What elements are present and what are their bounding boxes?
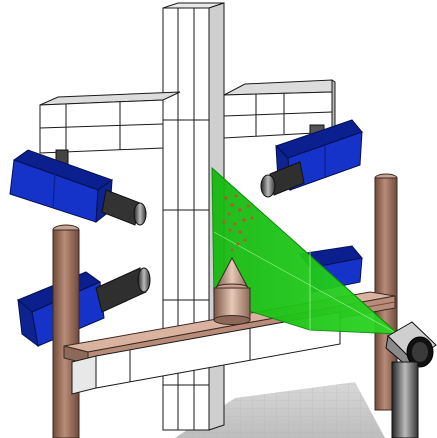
camera-upper-left xyxy=(9,149,147,226)
rail-base-box xyxy=(71,311,341,395)
cone-nozzle xyxy=(213,256,251,325)
floor-plane xyxy=(175,382,385,438)
horizontal-crossbar xyxy=(39,79,336,154)
particle-cloud xyxy=(222,194,254,252)
green-projection-beam xyxy=(211,166,400,335)
camera-upper-right xyxy=(260,119,363,198)
camera-lower-right-projector xyxy=(385,321,437,438)
left-pole xyxy=(52,224,80,438)
